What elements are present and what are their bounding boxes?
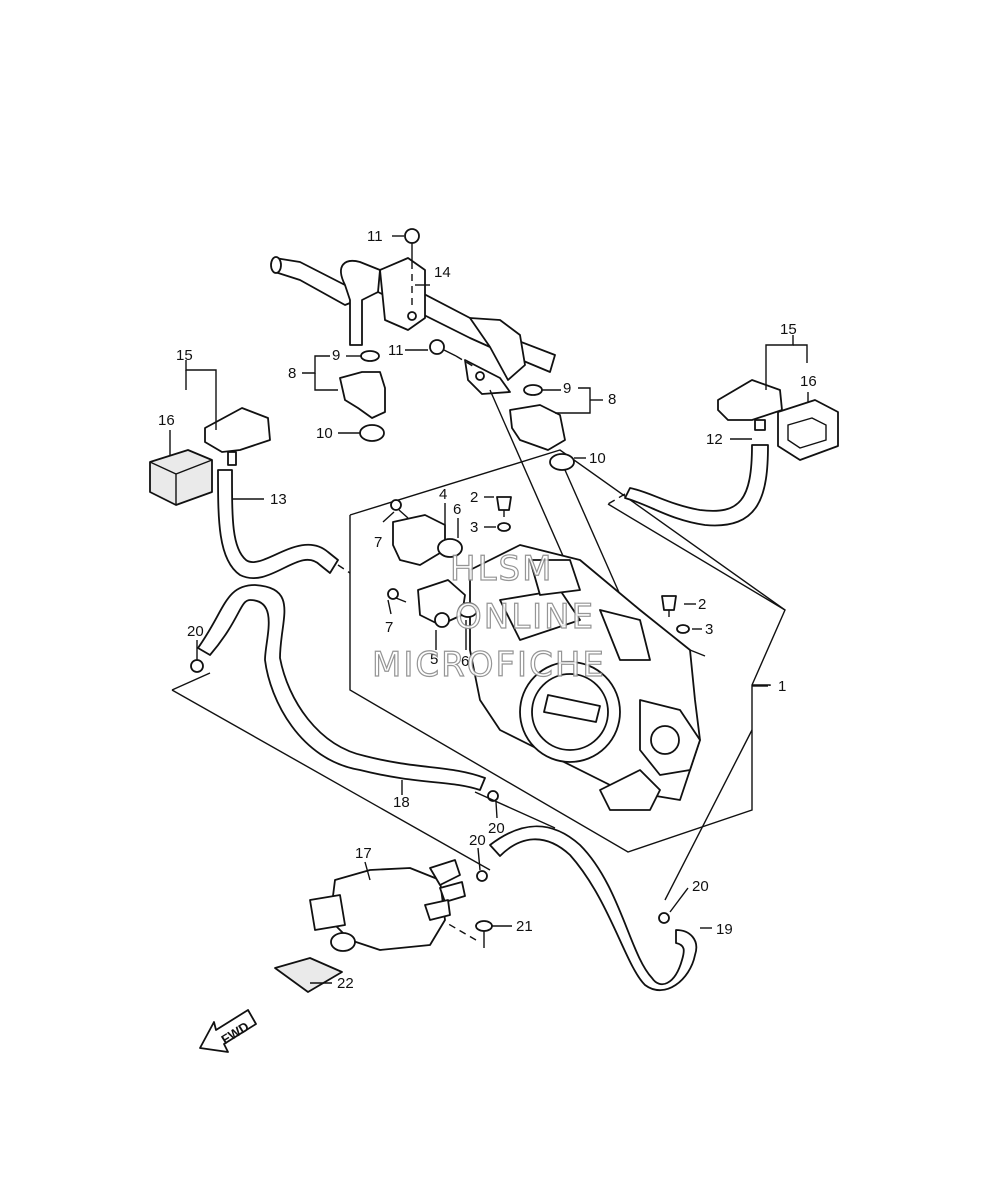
cap-left: [149, 449, 213, 506]
callout-8-left: 8: [288, 365, 296, 382]
callout-15-right: 15: [780, 321, 797, 338]
callout-1: 1: [778, 678, 786, 695]
guide-line: [171, 689, 491, 871]
watermark: HLSM ONLINE MICROFICHE: [371, 548, 606, 685]
clamp-20-d: [658, 912, 670, 924]
callout-20-b: 20: [488, 820, 505, 837]
screw-2-right: [661, 595, 690, 634]
callout-2-upper: 2: [470, 489, 478, 506]
fuel-rail: [270, 256, 556, 395]
callout-18: 18: [393, 794, 410, 811]
watermark-line2: ONLINE: [455, 597, 595, 637]
callout-3-upper: 3: [470, 519, 478, 536]
sensor-5: [387, 579, 478, 628]
callout-11-upper: 11: [367, 228, 383, 245]
callouts: 11 14 11 9 8 10 9 8 10 15 16 13 15 16 12…: [158, 228, 817, 992]
guide-line: [474, 791, 556, 829]
callout-12: 12: [706, 431, 723, 448]
callout-14: 14: [434, 264, 451, 281]
watermark-line3: MICROFICHE: [372, 645, 606, 685]
callout-16-left: 16: [158, 412, 175, 429]
callout-15-left: 15: [176, 347, 193, 364]
injector-left: [339, 350, 386, 442]
callout-21: 21: [516, 918, 533, 935]
callout-6-upper: 6: [453, 501, 461, 518]
guide-line: [171, 672, 211, 691]
callout-16-right: 16: [800, 373, 817, 390]
callout-17: 17: [355, 845, 372, 862]
sensor-left: [204, 407, 271, 466]
leader-lines: [169, 235, 809, 984]
hose-13: [217, 469, 351, 579]
callout-6-lower: 6: [461, 653, 469, 670]
guide-line: [664, 729, 753, 901]
callout-9-left: 9: [332, 347, 340, 364]
callout-7-lower: 7: [385, 619, 393, 636]
callout-7-upper: 7: [374, 534, 382, 551]
sensor-right: [717, 379, 783, 431]
screw-2-upper: [496, 496, 512, 532]
pad-22: [274, 957, 343, 993]
callout-5: 5: [430, 651, 438, 668]
callout-3-right: 3: [705, 621, 713, 638]
callout-2-right: 2: [698, 596, 706, 613]
callout-13: 13: [270, 491, 287, 508]
callout-20-d: 20: [692, 878, 709, 895]
callout-9-right: 9: [563, 380, 571, 397]
clamp-20-c: [476, 870, 488, 882]
hose-12: [607, 444, 769, 527]
watermark-line1: HLSM: [450, 549, 553, 589]
valve-17: [309, 859, 466, 952]
hose-18: [197, 584, 486, 791]
screw-21: [444, 920, 493, 948]
callout-4: 4: [439, 486, 447, 503]
screw-11-upper: [404, 228, 420, 310]
hose-19: [489, 825, 698, 991]
callout-20-a: 20: [187, 623, 204, 640]
cap-right: [777, 399, 839, 461]
throttle-body: [469, 544, 706, 811]
callout-19: 19: [716, 921, 733, 938]
callout-20-c: 20: [469, 832, 486, 849]
callout-11-lower: 11: [388, 342, 404, 359]
screw-11-lower: [429, 339, 477, 369]
callout-10-right: 10: [589, 450, 606, 467]
callout-8-right: 8: [608, 391, 616, 408]
fwd-arrow-icon: FWD: [199, 1009, 257, 1053]
clamp-20-a: [190, 659, 204, 673]
assembly-outline: [349, 449, 786, 853]
callout-22: 22: [337, 975, 354, 992]
callout-10-left: 10: [316, 425, 333, 442]
sensor-4: [390, 499, 463, 566]
injector-right: [509, 384, 575, 471]
